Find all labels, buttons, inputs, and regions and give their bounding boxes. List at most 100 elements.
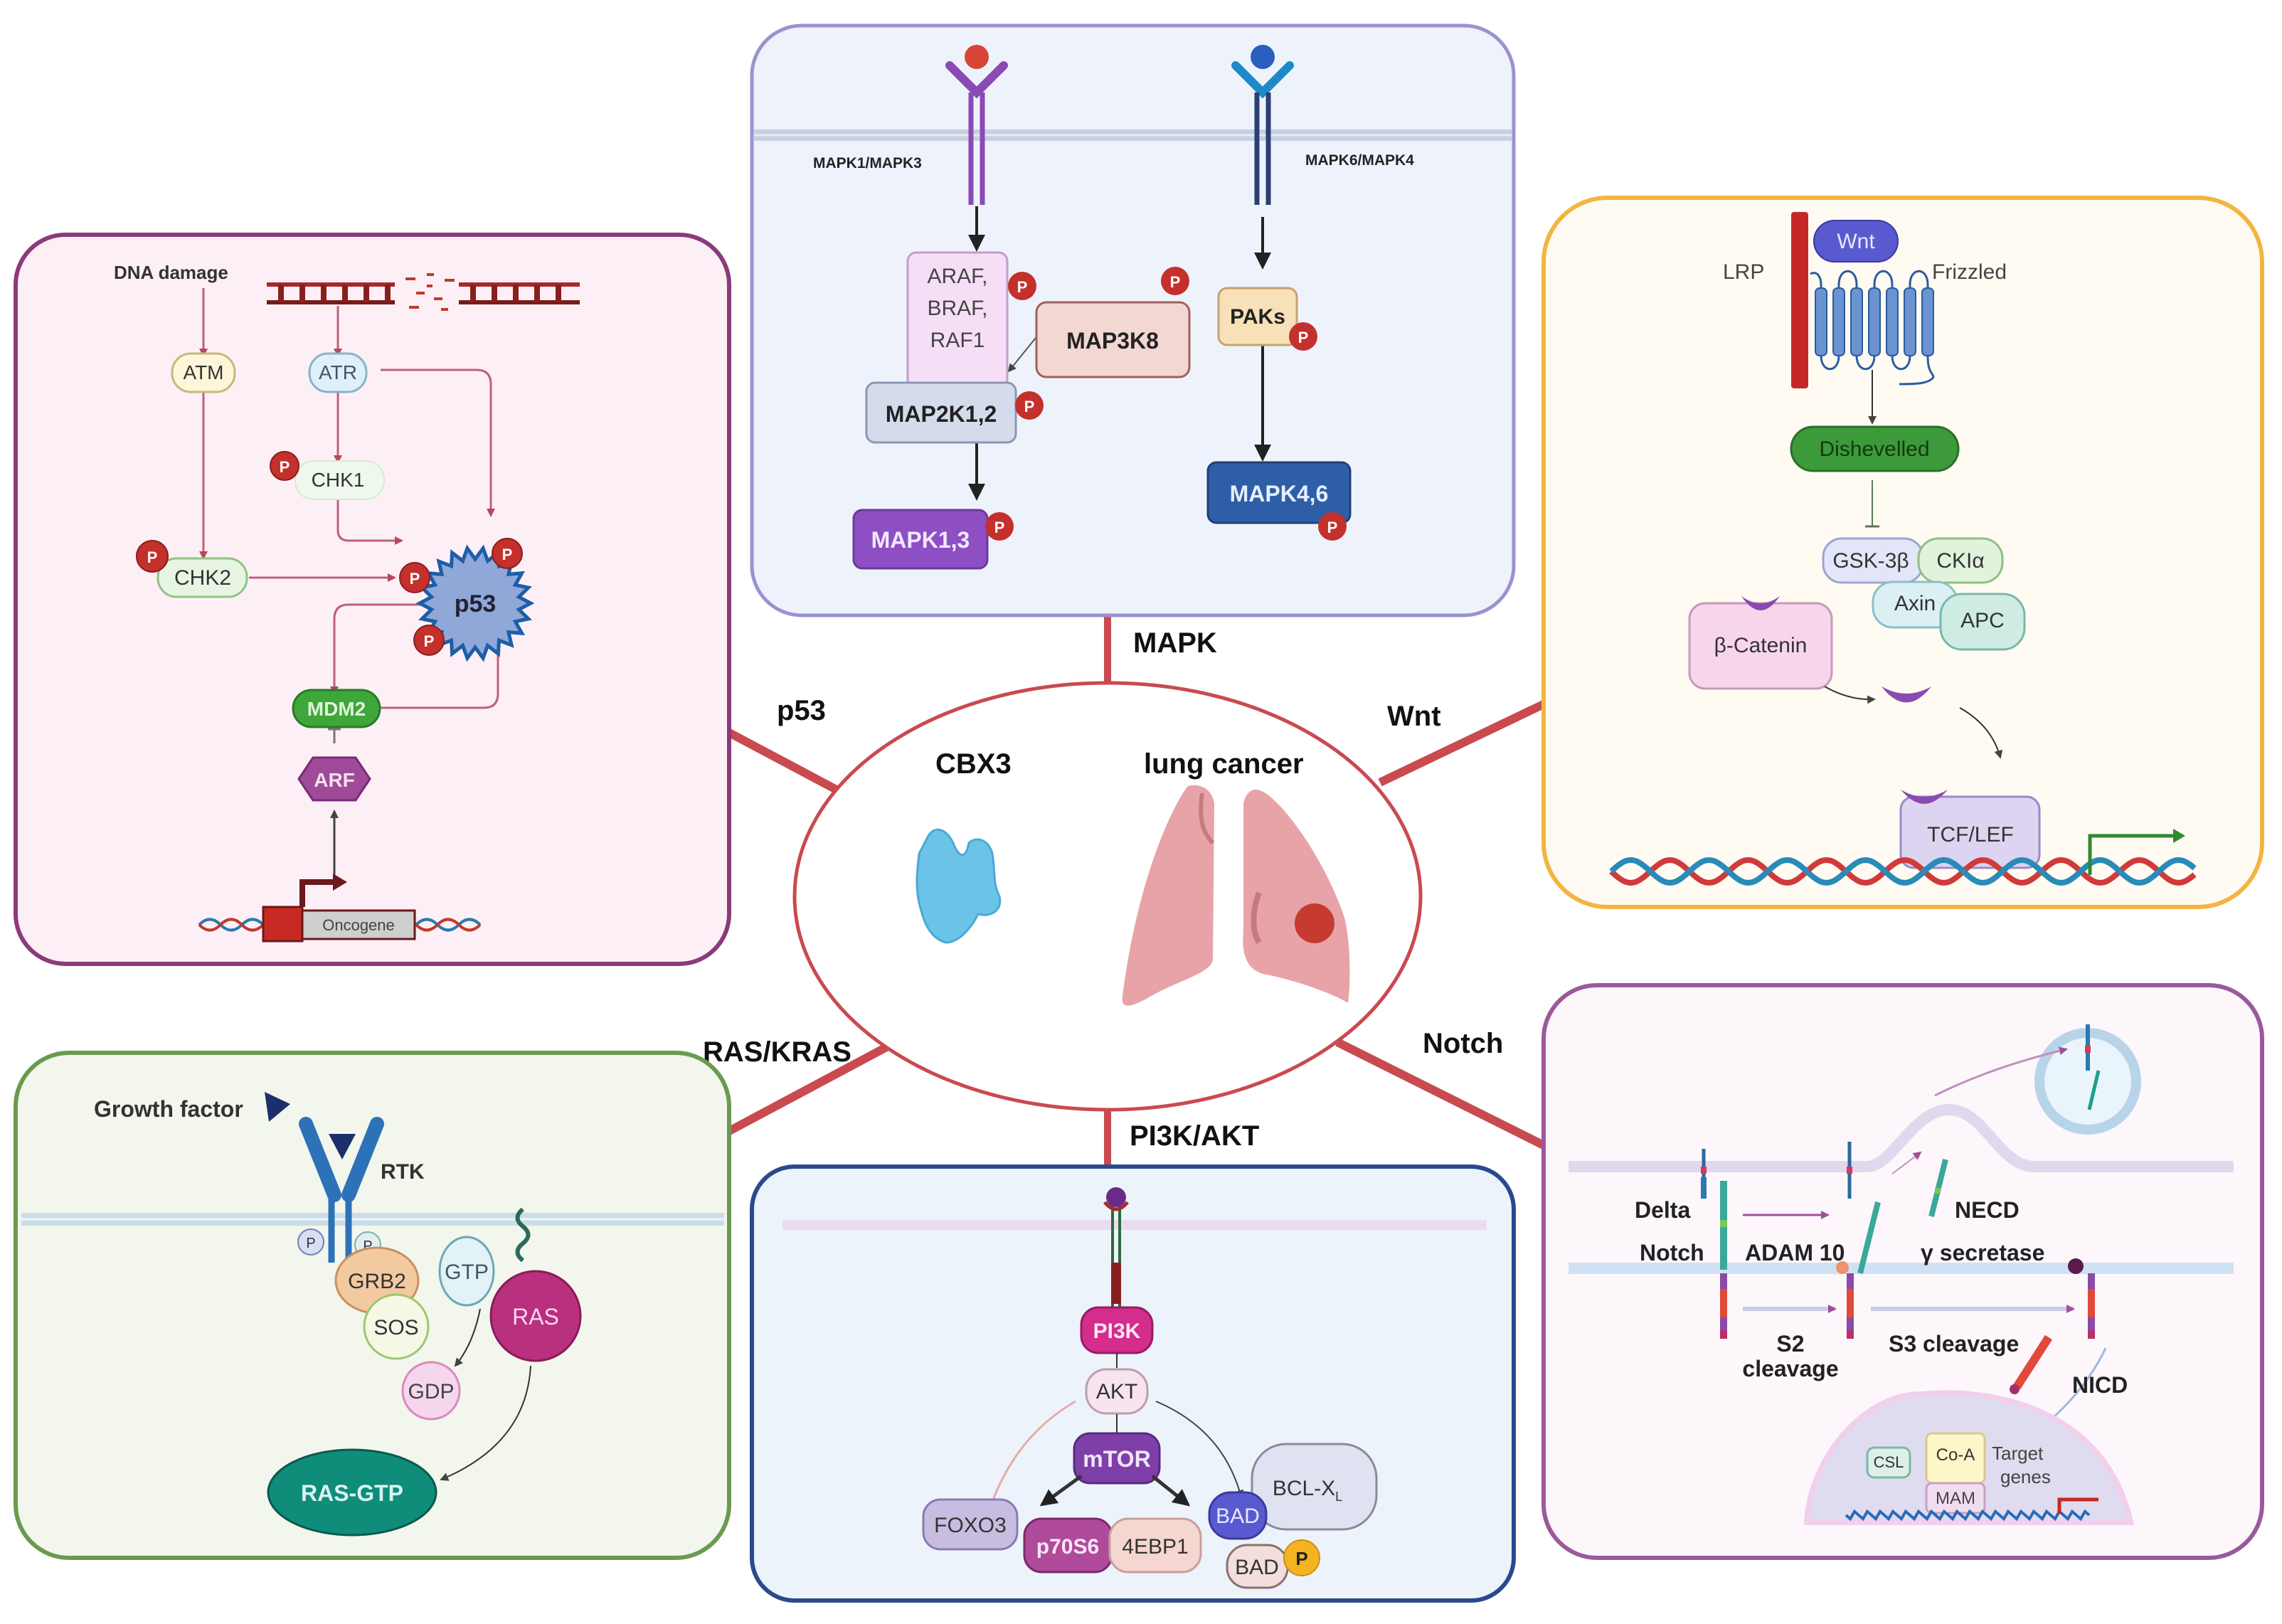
mdm2-node: MDM2 bbox=[292, 689, 381, 728]
nucleus: CSL Co-A MAM Target genes bbox=[1803, 1390, 2134, 1525]
transcription-arrow-icon bbox=[2088, 834, 2177, 875]
delta-label: Delta bbox=[1635, 1197, 1690, 1223]
rtk-label: RTK bbox=[381, 1160, 425, 1184]
4ebp1-node: 4EBP1 bbox=[1108, 1517, 1202, 1573]
svg-text:ATR: ATR bbox=[319, 361, 357, 383]
svg-text:4EBP1: 4EBP1 bbox=[1122, 1535, 1188, 1559]
mapk1-mapk3-label: MAPK1/MAPK3 bbox=[813, 155, 922, 171]
raf-node: ARAF, BRAF, RAF1 P bbox=[906, 251, 1036, 389]
svg-text:P: P bbox=[1295, 1548, 1307, 1569]
svg-text:APC: APC bbox=[1960, 609, 2005, 632]
p53-pathway-arrows bbox=[199, 288, 499, 879]
svg-text:AKT: AKT bbox=[1096, 1380, 1137, 1403]
lungs-icon bbox=[1122, 785, 1350, 1006]
phospho-icon bbox=[492, 538, 523, 569]
beta-catenin-node: β-Catenin bbox=[1688, 596, 1833, 690]
phospho-icon bbox=[985, 512, 1014, 541]
svg-text:P: P bbox=[994, 519, 1005, 536]
receiving-cell-membrane bbox=[1569, 1263, 2234, 1274]
svg-text:P: P bbox=[1170, 273, 1181, 291]
svg-text:PI3K: PI3K bbox=[1093, 1320, 1141, 1343]
phospho-icon bbox=[1283, 1539, 1320, 1576]
svg-text:mTOR: mTOR bbox=[1083, 1446, 1150, 1472]
gtp-node: GTP bbox=[438, 1236, 495, 1307]
mapk-panel: MAPK1/MAPK3 MAPK6/MAPK4 ARAF, BRAF, RAF1… bbox=[750, 23, 1516, 617]
svg-text:Axin: Axin bbox=[1894, 592, 1936, 615]
cbx3-protein-icon bbox=[916, 828, 1002, 944]
wnt-panel: Wnt LRP Frizzled Dishevelled GSK-3β CKIα… bbox=[1541, 196, 2264, 909]
phospho-icon bbox=[1318, 512, 1347, 541]
notch-receptor-s2-icon bbox=[1836, 1142, 1881, 1339]
svg-text:BRAF,: BRAF, bbox=[927, 297, 987, 320]
phospho-icon bbox=[1161, 267, 1189, 295]
nicd-label: NICD bbox=[2072, 1372, 2128, 1398]
frizzled-icon bbox=[1810, 270, 1935, 386]
notch-panel: CSL Co-A MAM Target genes Delta Notch AD… bbox=[1541, 983, 2264, 1560]
svg-text:RAS-GTP: RAS-GTP bbox=[301, 1480, 403, 1506]
s3-cleavage-label: S3 cleavage bbox=[1889, 1331, 2019, 1357]
spoke-wnt bbox=[1378, 700, 1546, 787]
ras-anchor-icon bbox=[515, 1207, 531, 1263]
ras-node: RAS bbox=[489, 1207, 582, 1362]
map3k8-node: MAP3K8 P bbox=[1035, 267, 1191, 378]
svg-text:GRB2: GRB2 bbox=[348, 1270, 406, 1293]
svg-text:BCL-XL: BCL-XL bbox=[1273, 1477, 1342, 1504]
svg-text:ARF: ARF bbox=[314, 769, 355, 791]
sos-node: SOS bbox=[363, 1293, 430, 1360]
svg-text:P: P bbox=[1327, 519, 1338, 536]
p70s6-node: p70S6 bbox=[1023, 1517, 1113, 1573]
wnt-ligand: Wnt bbox=[1813, 220, 1899, 262]
center-ring bbox=[792, 681, 1423, 1112]
svg-text:PAKs: PAKs bbox=[1230, 305, 1285, 329]
svg-text:P: P bbox=[1024, 398, 1035, 415]
svg-text:CHK1: CHK1 bbox=[312, 469, 365, 491]
vesicle-icon bbox=[2034, 1024, 2141, 1135]
svg-text:P: P bbox=[1298, 329, 1309, 346]
free-beta-catenin-icon bbox=[1882, 686, 1931, 703]
spoke-notch bbox=[1335, 1038, 1546, 1150]
chk1-node: CHK1 P bbox=[270, 451, 385, 500]
wnt-dna-icon bbox=[1609, 856, 2197, 886]
arf-node: ARF bbox=[297, 756, 371, 802]
damaged-dna-icon bbox=[267, 273, 580, 311]
beta-catenin-icon bbox=[1741, 596, 1780, 610]
signal-cell-membrane bbox=[1569, 1103, 2234, 1172]
gamma-secretase-label: γ secretase bbox=[1921, 1240, 2044, 1265]
spoke-label-ras: RAS/KRAS bbox=[703, 1036, 851, 1068]
phospho-icon bbox=[297, 1228, 324, 1256]
phospho-icon bbox=[270, 451, 299, 481]
svg-text:TCF/LEF: TCF/LEF bbox=[1927, 823, 2014, 847]
dna-damage-label: DNA damage bbox=[114, 262, 228, 283]
svg-text:BAD: BAD bbox=[1216, 1504, 1260, 1528]
phospho-icon bbox=[1008, 272, 1036, 300]
p53-panel-frame bbox=[14, 233, 731, 966]
svg-text:Dishevelled: Dishevelled bbox=[1819, 437, 1929, 461]
svg-text:P: P bbox=[147, 548, 158, 566]
svg-text:GDP: GDP bbox=[408, 1380, 454, 1403]
phospho-icon bbox=[136, 540, 169, 573]
svg-text:P: P bbox=[280, 458, 290, 476]
svg-text:P: P bbox=[424, 632, 435, 650]
svg-text:FOXO3: FOXO3 bbox=[934, 1514, 1007, 1537]
ras-panel: Growth factor P P RTK GRB2 SOS GTP bbox=[14, 1051, 731, 1560]
necd-icon bbox=[1928, 1159, 1948, 1217]
bad-phospho-node: BAD P bbox=[1226, 1539, 1320, 1589]
bound-beta-catenin-icon bbox=[1901, 790, 1948, 804]
spoke-label-notch: Notch bbox=[1423, 1028, 1503, 1059]
oncogene-label: Oncogene bbox=[322, 916, 395, 934]
svg-text:P: P bbox=[502, 546, 513, 563]
cbx3-label: CBX3 bbox=[935, 748, 1012, 780]
right-lung-fold bbox=[1251, 891, 1262, 945]
svg-text:P: P bbox=[1017, 278, 1028, 296]
phospho-icon bbox=[1015, 391, 1044, 420]
growth-factor-icon bbox=[265, 1092, 290, 1122]
p53-panel: DNA damage bbox=[14, 233, 731, 966]
svg-text:MAPK1,3: MAPK1,3 bbox=[871, 527, 970, 553]
left-lung-fold bbox=[1199, 792, 1215, 845]
svg-text:Co-A: Co-A bbox=[1936, 1445, 1975, 1465]
spokes bbox=[727, 615, 1546, 1167]
svg-text:ATM: ATM bbox=[183, 361, 223, 383]
svg-text:BAD: BAD bbox=[1235, 1556, 1279, 1579]
pi3k-panel: PI3K AKT mTOR FOXO3 p70S6 4EBP1 bbox=[750, 1164, 1516, 1603]
